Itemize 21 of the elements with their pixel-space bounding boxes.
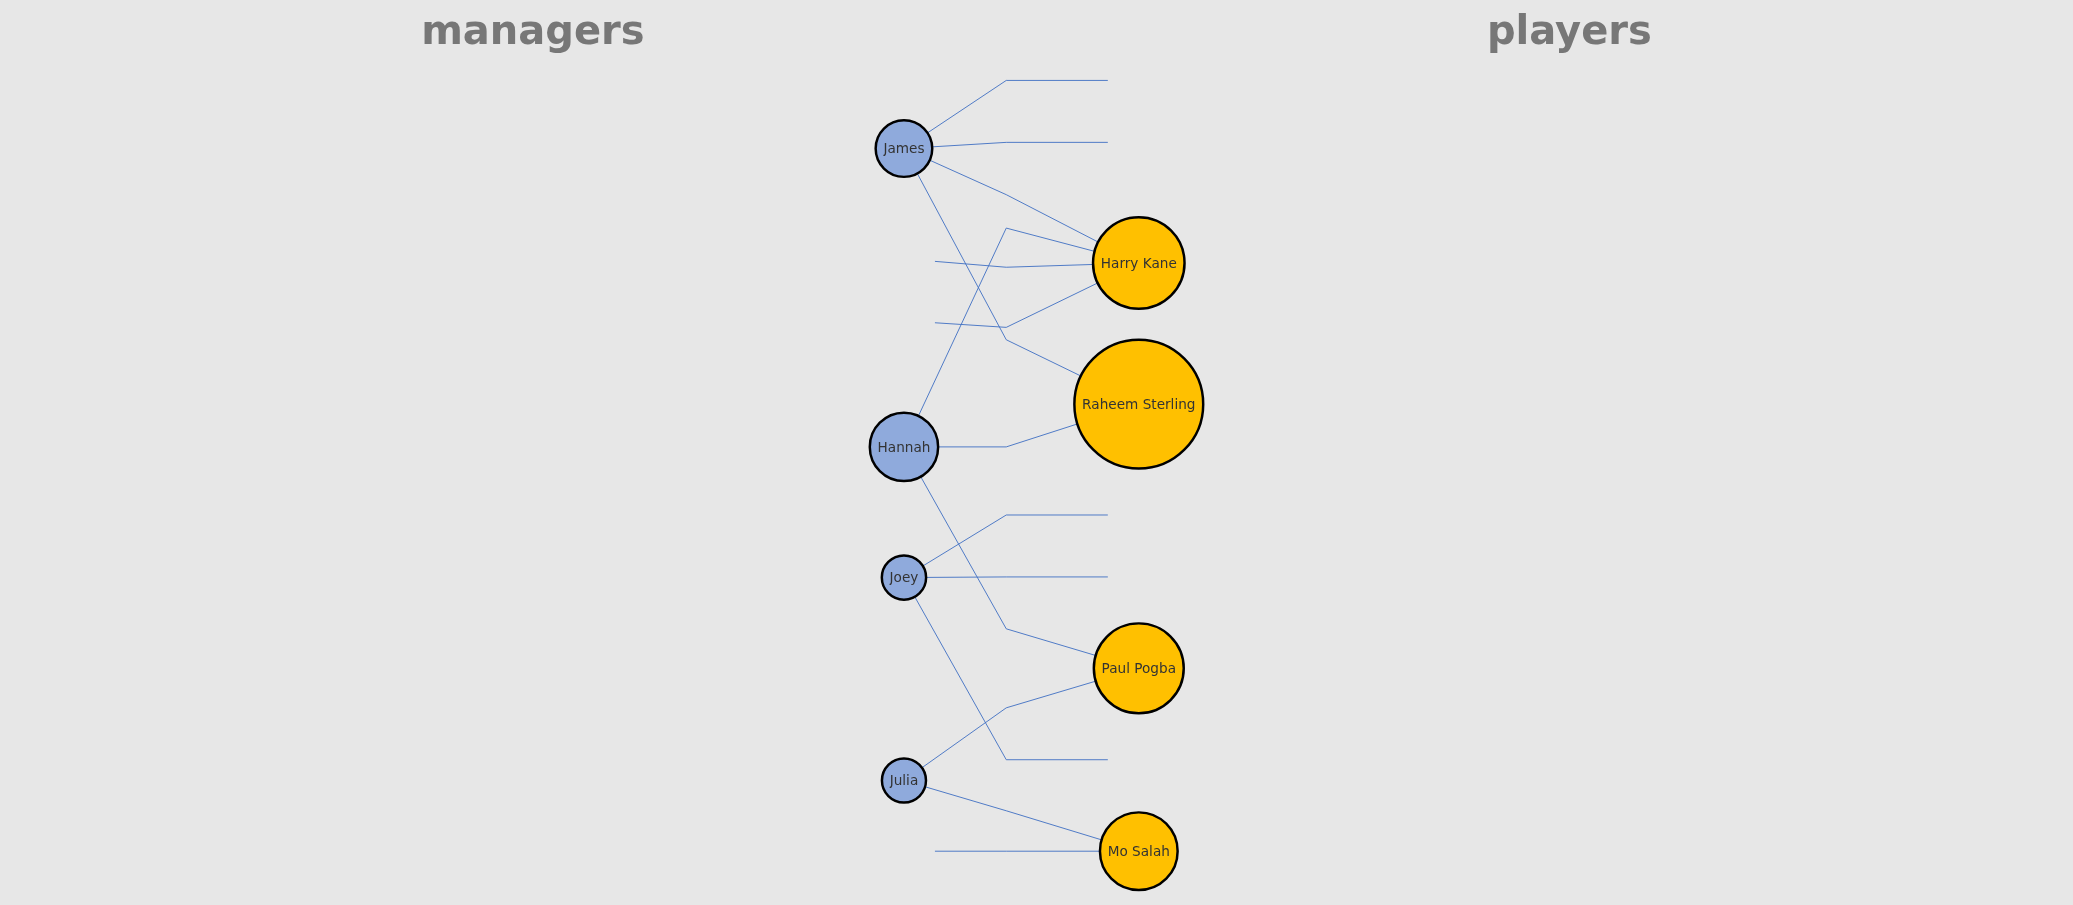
node-circle: Julia xyxy=(880,757,928,804)
connector xyxy=(937,423,1078,448)
connector xyxy=(925,576,1109,578)
connector xyxy=(929,159,1099,243)
connector xyxy=(914,596,1109,761)
node-circle: Joey xyxy=(880,554,928,601)
column-heading: managers xyxy=(421,7,645,53)
connector xyxy=(916,173,1082,377)
node-circle: Mo Salah xyxy=(1098,811,1179,892)
node-circle: Harry Kane xyxy=(1091,216,1186,310)
connector xyxy=(934,282,1099,328)
node-circle: Hannah xyxy=(868,411,940,483)
connector xyxy=(922,514,1109,567)
connector xyxy=(934,850,1101,852)
column-heading: players xyxy=(1486,7,1652,53)
node-circle: Paul Pogba xyxy=(1092,622,1185,715)
node-circle: James xyxy=(874,119,934,179)
connector xyxy=(917,227,1095,417)
connector xyxy=(927,79,1109,134)
connector xyxy=(934,260,1094,268)
node-circle: Raheem Sterling xyxy=(1073,338,1205,470)
